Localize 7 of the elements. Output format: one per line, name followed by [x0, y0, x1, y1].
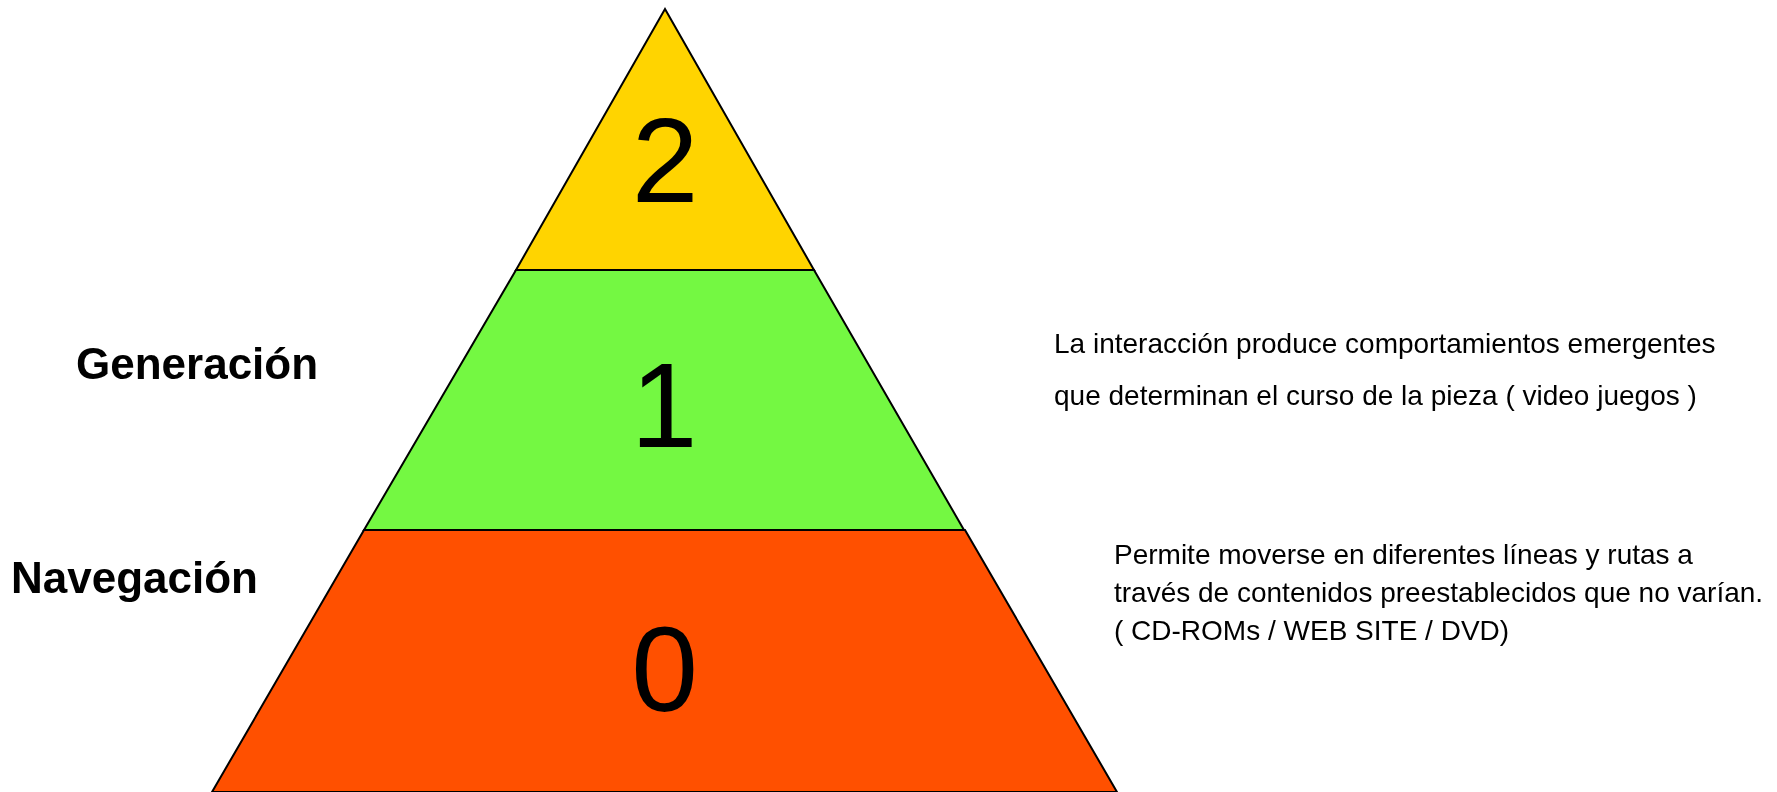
description-text: La interacción produce comportamientos emergentes que determinan el curso de la pieza ( video juegos ) — [1054, 327, 1717, 413]
level-number: 1 — [630, 345, 698, 465]
level-label: Generación — [76, 342, 319, 386]
description-text: Permite moverse en diferentes líneas y rutas a través de contenidos preestablecidos que no varían. ( CD-ROMs / WEB SITE / DVD) — [1114, 538, 1765, 648]
level-number: 0 — [631, 609, 698, 729]
level-number: 2 — [631, 99, 699, 220]
level-label: Navegación — [11, 556, 258, 600]
